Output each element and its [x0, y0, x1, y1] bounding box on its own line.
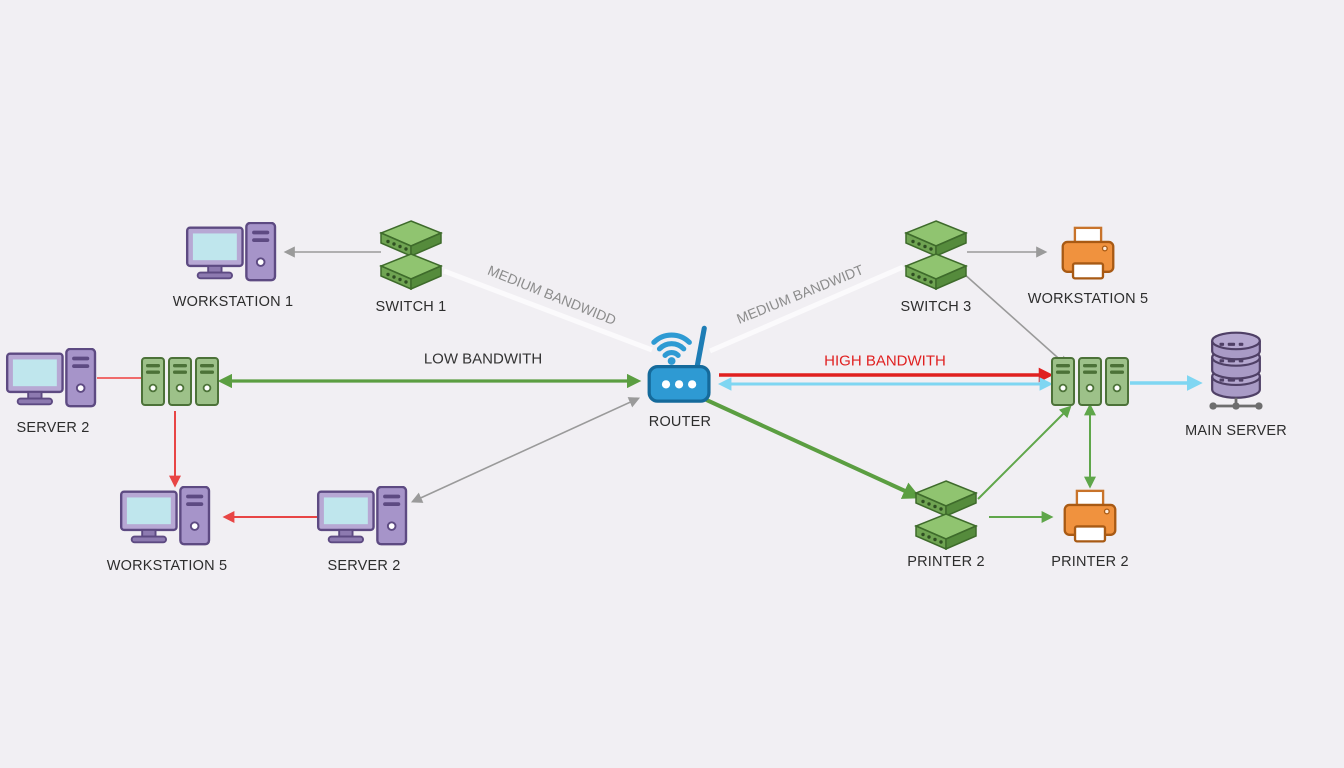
node-rack-left[interactable] [141, 357, 219, 407]
low-bandwidth-label: LOW BANDWITH [423, 350, 543, 368]
node-label: WORKSTATION 5 [1027, 291, 1149, 307]
printer-icon [1061, 226, 1115, 280]
node-label: SERVER 2 [16, 420, 90, 436]
database-icon [1209, 331, 1263, 410]
switch-stack-icon [914, 480, 978, 550]
node-router[interactable]: ROUTER [605, 314, 755, 430]
node-label: SWITCH 3 [900, 299, 972, 315]
wifi-router-icon [647, 325, 711, 403]
medium-bandwidth-label-left: MEDIUM BANDWIDD [485, 261, 619, 329]
node-label: WORKSTATION 1 [172, 294, 294, 310]
node-label: PRINTER 2 [1051, 554, 1129, 570]
workstation-icon [185, 222, 277, 282]
node-printer2-printer[interactable]: PRINTER 2 [1015, 489, 1165, 570]
workstation-icon [316, 486, 408, 546]
node-main-server[interactable]: MAIN SERVER [1161, 330, 1311, 439]
node-label: MAIN SERVER [1185, 423, 1287, 439]
high-bandwidth-label: HIGH BANDWITH [824, 352, 946, 370]
node-label: SWITCH 1 [375, 299, 447, 315]
server-rack-icon [1051, 357, 1129, 406]
node-rack-right[interactable] [1051, 357, 1129, 407]
node-label: WORKSTATION 5 [106, 558, 228, 574]
switch-stack-icon [379, 220, 443, 290]
node-server2-left[interactable]: SERVER 2 [0, 348, 128, 436]
node-switch3[interactable]: SWITCH 3 [861, 220, 1011, 315]
node-workstation1[interactable]: WORKSTATION 1 [158, 222, 308, 310]
server-rack-icon [141, 357, 219, 406]
printer-icon [1063, 489, 1117, 543]
switch-stack-icon [904, 220, 968, 290]
node-label: PRINTER 2 [907, 554, 985, 570]
workstation-icon [5, 348, 97, 408]
node-workstation5-bottom[interactable]: WORKSTATION 5 [92, 486, 242, 574]
node-label: SERVER 2 [327, 558, 401, 574]
node-switch1[interactable]: SWITCH 1 [336, 220, 486, 315]
node-label: ROUTER [648, 414, 712, 430]
node-server2-bottom[interactable]: SERVER 2 [289, 486, 439, 574]
workstation-icon [119, 486, 211, 546]
node-printer2-switch[interactable]: PRINTER 2 [871, 480, 1021, 570]
node-workstation5-top[interactable]: WORKSTATION 5 [1013, 226, 1163, 307]
link-router-server2-bottom [410, 397, 641, 503]
